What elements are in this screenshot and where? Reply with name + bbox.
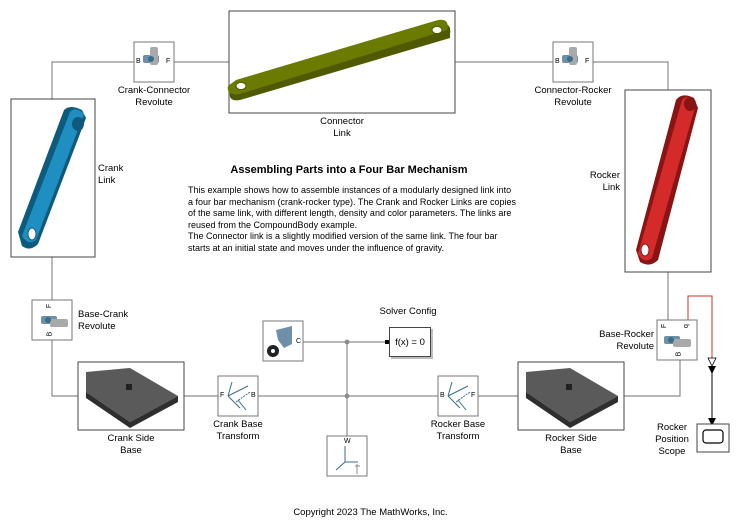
rigid-transform-icon: [447, 381, 471, 411]
crank-base-transform-block[interactable]: [217, 375, 259, 417]
port-label-f: F: [585, 58, 590, 65]
rocker-link-block[interactable]: [624, 89, 712, 273]
gear-icon: [267, 345, 279, 357]
port-label-b: B: [675, 351, 683, 357]
description-paragraph: This example shows how to assemble insta…: [188, 185, 516, 230]
revolute-joint-icon: [664, 336, 691, 347]
port-label-b: B: [46, 331, 54, 337]
port-label-q: q: [682, 324, 690, 328]
crank-link-block[interactable]: [10, 98, 96, 258]
port-label-b: B: [555, 58, 560, 65]
description-paragraph: The Connector link is a slightly modifie…: [188, 231, 498, 253]
port-label-b: B: [440, 392, 445, 399]
crank-side-base-block[interactable]: [77, 361, 185, 431]
junction-dot-top: [344, 339, 350, 345]
connector-rocker-revolute-block[interactable]: [552, 41, 594, 83]
diagram-title: Assembling Parts into a Four Bar Mechani…: [230, 164, 468, 176]
physical-connections: [51, 61, 681, 436]
port-label-w: W: [344, 438, 351, 445]
revolute-joint-icon: [562, 47, 578, 65]
base-rocker-revolute-block[interactable]: [656, 319, 698, 361]
port-label-f: F: [166, 58, 171, 65]
base-crank-revolute-block[interactable]: [31, 299, 73, 341]
signal-connections: [687, 295, 717, 426]
connector-link-graphic: [227, 19, 451, 101]
rocker-link-graphic: [636, 95, 698, 265]
port-label-f: F: [46, 303, 54, 309]
junction-dot-bottom: [344, 393, 350, 399]
port-label-b: B: [251, 392, 256, 399]
revolute-joint-icon: [41, 316, 68, 327]
port-label-c: C: [296, 338, 302, 345]
port-label-b: B: [136, 58, 141, 65]
mechanism-icon: [276, 326, 292, 348]
solver-config-text: f(x) = 0: [395, 336, 425, 348]
rigid-transform-icon: [227, 381, 251, 411]
port-label-f: F: [471, 392, 476, 399]
rocker-base-transform-block[interactable]: [437, 375, 479, 417]
rocker-side-base-block[interactable]: [517, 361, 625, 431]
solver-config-block[interactable]: f(x) = 0: [389, 327, 431, 357]
rocker-base-plate-graphic: [526, 368, 618, 428]
revolute-joint-icon: [143, 47, 159, 65]
crank-connector-revolute-block[interactable]: [133, 41, 175, 83]
mechanism-configuration-block[interactable]: [262, 320, 304, 362]
copyright-notice: Copyright 2023 The MathWorks, Inc.: [293, 507, 448, 518]
crank-link-graphic: [18, 107, 86, 249]
port-label-f: F: [661, 323, 669, 329]
rocker-position-scope-block[interactable]: [696, 423, 730, 453]
solver-port: [385, 340, 389, 344]
solver-config-label: Solver Config: [379, 306, 437, 317]
connector-link-block[interactable]: [227, 10, 456, 114]
world-frame-block[interactable]: [326, 435, 368, 477]
port-label-f: F: [220, 392, 225, 399]
scope-screen-icon: [702, 429, 724, 444]
world-frame-icon: [335, 446, 360, 474]
crank-base-plate-graphic: [86, 368, 178, 428]
diagram-description: This example shows how to assemble insta…: [188, 185, 518, 255]
